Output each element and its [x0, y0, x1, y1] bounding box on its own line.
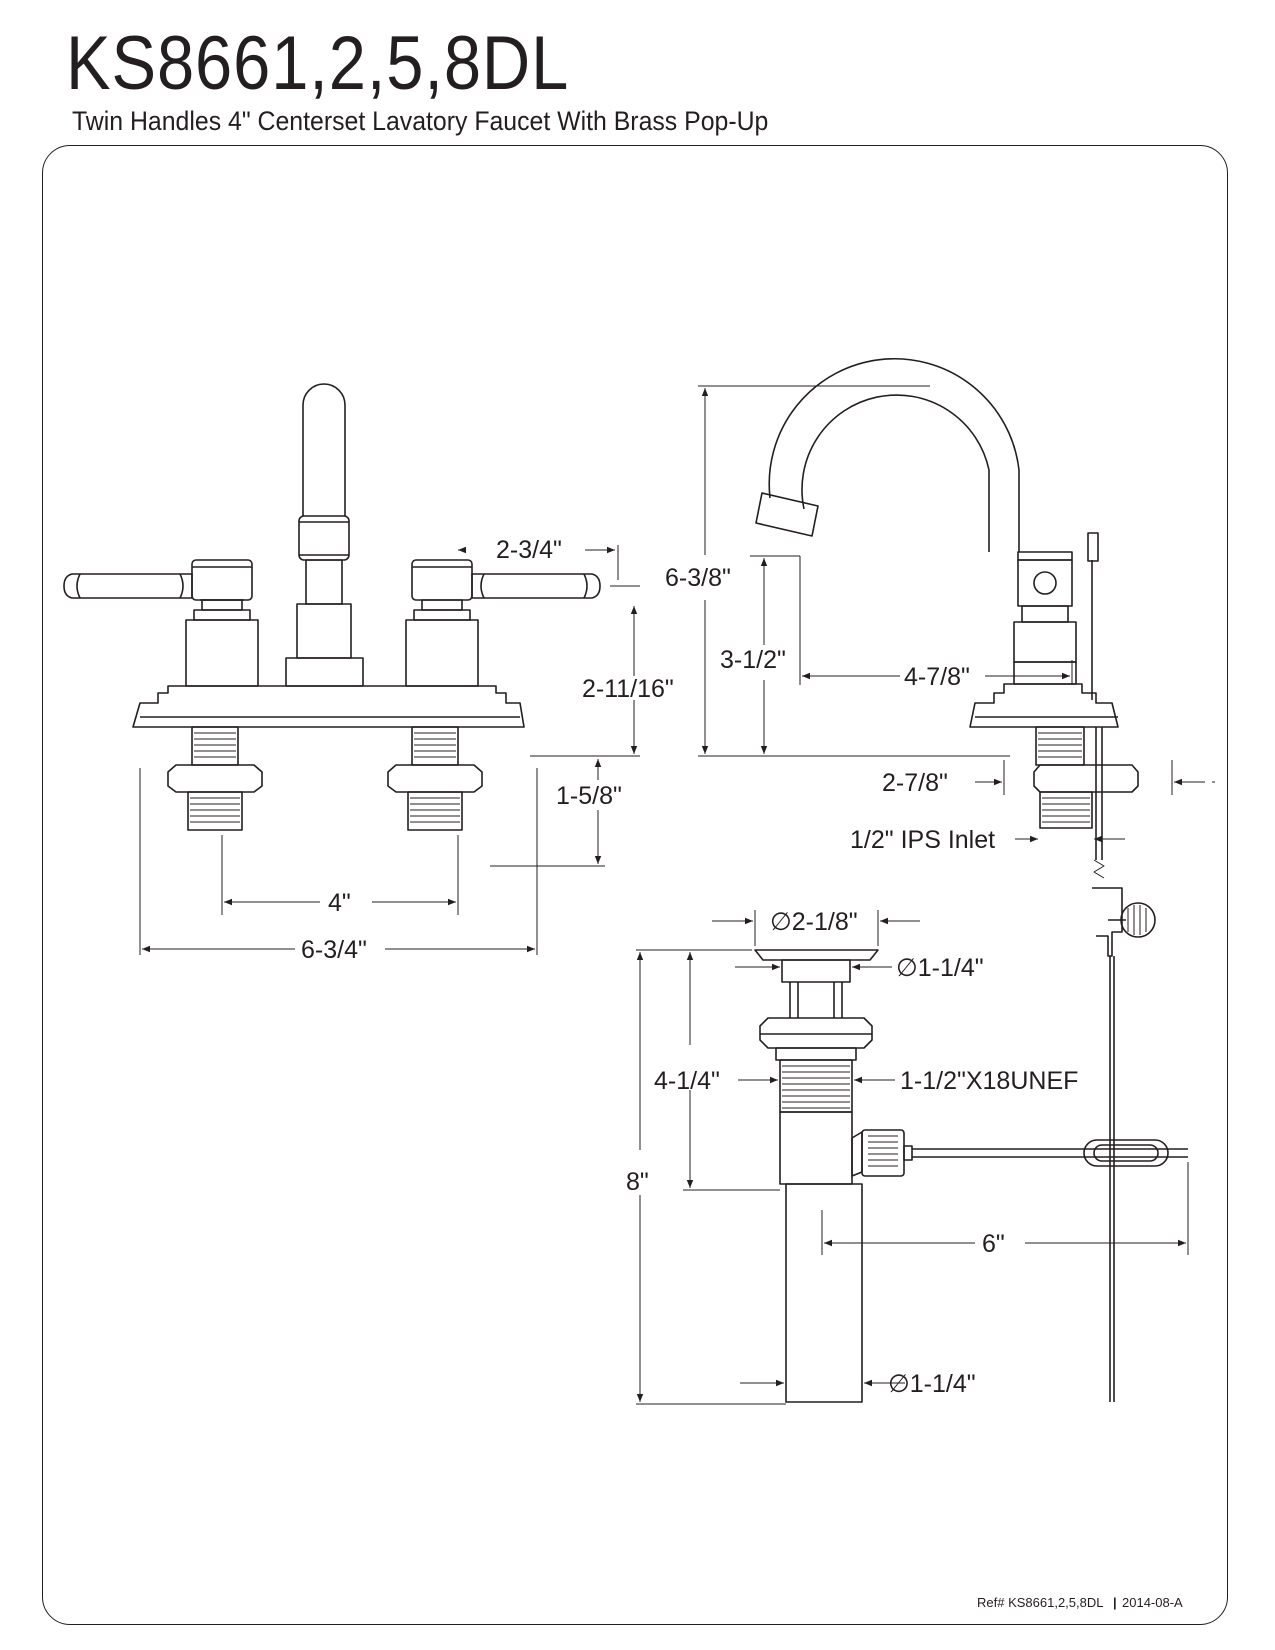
dimension-lines — [139, 385, 1215, 1405]
dim-lift-rod-reach: 6" — [982, 1230, 1005, 1258]
dim-base-depth: 2-7/8" — [882, 769, 948, 797]
drawing-frame — [42, 145, 1228, 1625]
label-ips-inlet: 1/2" IPS Inlet — [850, 826, 995, 854]
dim-center-spacing: 4" — [328, 889, 351, 917]
dim-handle-reach: 2-3/4" — [496, 536, 562, 564]
dim-stopper-diameter: ∅1-1/4" — [896, 954, 984, 982]
side-spout-inner — [801, 394, 990, 552]
front-view — [63, 383, 601, 831]
model-number: KS8661,2,5,8DL — [66, 21, 570, 106]
side-spout-outer — [768, 357, 1020, 552]
dim-drain-overall-length: 8" — [626, 1168, 649, 1196]
revision-code: 2014-08-A — [1122, 1595, 1183, 1610]
front-spout — [302, 383, 346, 516]
reference-separator: | — [1113, 1595, 1117, 1610]
dim-overall-height: 6-3/8" — [665, 564, 731, 592]
popup-drain — [754, 949, 1188, 1403]
side-view — [755, 357, 1156, 1402]
product-description: Twin Handles 4" Centerset Lavatory Fauce… — [72, 106, 769, 136]
dim-shank-length: 1-5/8" — [556, 782, 622, 810]
reference-footer: Ref# KS8661,2,5,8DL | 2014-08-A — [977, 1595, 1183, 1610]
reference-number: Ref# KS8661,2,5,8DL — [977, 1595, 1103, 1610]
dim-overall-width: 6-3/4" — [301, 936, 367, 964]
side-shank-threads — [1038, 732, 1090, 823]
dim-handle-height: 2-11/16" — [582, 675, 674, 703]
dim-tailpiece-diameter: ∅1-1/4" — [888, 1370, 976, 1398]
dim-drain-body-length: 4-1/4" — [654, 1067, 720, 1095]
dim-flange-diameter: ∅2-1/8" — [770, 908, 858, 936]
label-drain-thread: 1-1/2"X18UNEF — [900, 1067, 1078, 1095]
dimension-labels: 2-3/4" 2-11/16" 1-5/8" 4" 6-3/4" 6-3/8" … — [301, 536, 1078, 1398]
dim-spout-reach: 4-7/8" — [904, 663, 970, 691]
drain-threads — [782, 1065, 898, 1167]
front-shank-threads — [190, 732, 460, 823]
dim-spout-clearance: 3-1/2" — [720, 646, 786, 674]
